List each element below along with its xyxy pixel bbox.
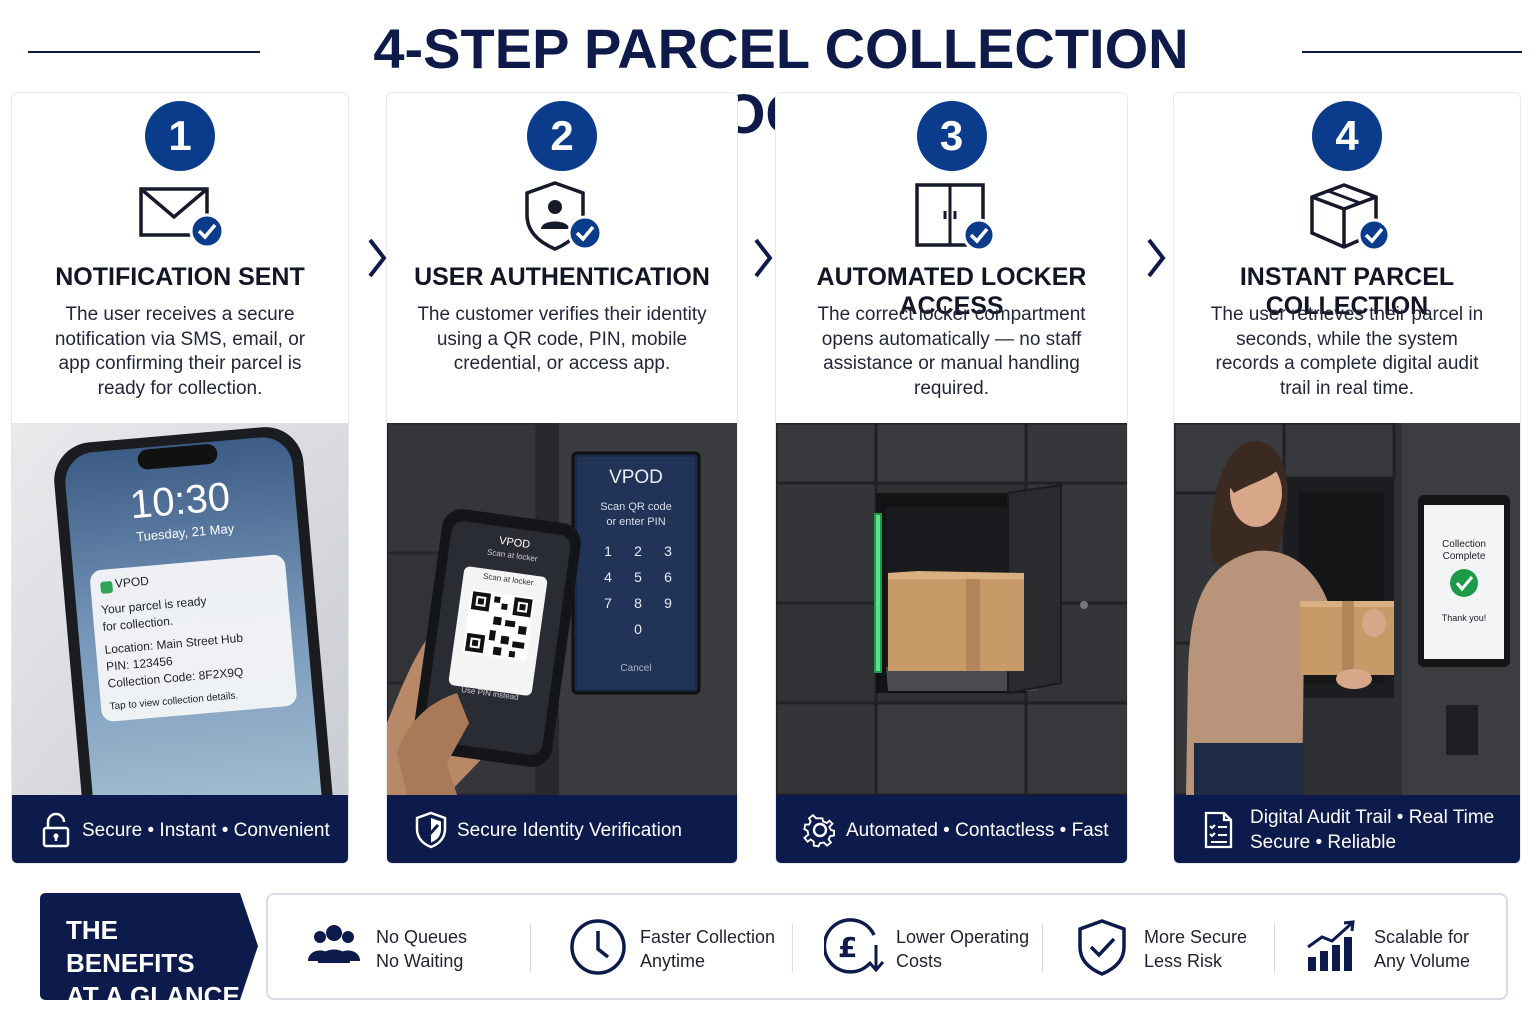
padlock-icon [42,812,70,848]
benefit-line-1: Faster Collection [640,927,776,947]
benefit-divider [1042,923,1043,973]
growth-chart-icon [1307,920,1355,971]
kiosk-prompt-1: Scan QR code [600,501,672,513]
benefit-line-2: Any Volume [1374,951,1471,971]
phone-notification-photo: 10:30 Tuesday, 21 May VPOD Your parcel i… [12,423,348,795]
benefit-item: Faster Collection Anytime [568,895,788,998]
benefits-heading: THE BENEFITS AT A GLANCE [66,914,246,1013]
keypad-key[interactable]: 7 [604,595,612,611]
title-divider-left [28,51,260,53]
benefits-panel: No Queues No Waiting Faster Collection A… [266,893,1508,1000]
chevron-right-icon [368,238,387,278]
benefit-line-2: No Waiting [376,951,464,971]
box-check-icon [1310,183,1391,251]
feature-bar-text: Secure Identity Verification [457,819,682,841]
title-row: 4-STEP PARCEL COLLECTION PROCESS [0,8,1536,145]
step-description: The correct locker compartment opens aut… [817,304,1086,399]
step-title: NOTIFICATION SENT [55,263,305,291]
benefit-line-2: Anytime [640,951,706,971]
document-list-icon [1204,811,1233,849]
gear-icon [803,813,835,848]
parcel-collection-photo: Collection Complete Thank you! [1174,423,1520,795]
envelope-check-icon [139,187,225,249]
step-feature-bar: Secure • Instant • Convenient [12,795,348,863]
step-title: USER AUTHENTICATION [414,263,710,291]
kiosk-keypad: 1 2 3 4 5 6 7 8 9 0 [593,543,683,637]
shield-user-check-icon [525,181,603,251]
keypad-key[interactable]: 2 [634,543,642,559]
step-number-badge: 1 [145,101,215,171]
step-card-4: 4 INSTANT PARCEL COLLECTION The user ret… [1173,92,1521,864]
benefits-tag-shape [40,893,258,1000]
step-card-1: 1 NOTIFICATION SENT The user receives a … [11,92,349,864]
keypad-key[interactable]: 6 [664,569,672,585]
benefit-divider [530,923,531,973]
step-card-3: 3 AUTOMATED LOCKER ACCESS The correct lo… [775,92,1128,864]
keypad-key[interactable]: 0 [634,621,642,637]
keypad-key[interactable]: 8 [634,595,642,611]
benefit-item: £ Lower Operating Costs [824,895,1044,998]
kiosk-cancel-button[interactable]: Cancel [620,663,652,674]
feature-bar-line-1: Digital Audit Trail • Real Time [1250,807,1495,828]
benefit-item: No Queues No Waiting [304,895,524,998]
step-description: The user receives a secure notification … [54,304,306,399]
clock-icon [570,919,626,975]
step-title: INSTANT PARCEL COLLECTION [1239,263,1455,320]
shield-check-icon [415,811,447,849]
keypad-key[interactable]: 3 [664,543,672,559]
step-title: AUTOMATED LOCKER ACCESS [816,263,1087,320]
benefit-line-1: Lower Operating [896,927,1030,947]
chevron-right-icon [1147,238,1166,278]
keypad-key[interactable]: 4 [604,569,612,585]
qr-scan-photo: VPOD Scan QR code or enter PIN 1 2 3 4 5… [387,423,737,795]
benefits-heading-line-2: AT A GLANCE [66,981,240,1011]
step-description: The customer verifies their identity usi… [417,304,707,374]
people-icon [308,925,360,963]
title-divider-right [1302,51,1522,53]
chevron-right-icon [754,238,773,278]
screen-status-2: Complete [1442,551,1486,562]
step-feature-bar: Secure Identity Verification [387,795,737,863]
notification-card[interactable]: VPOD Your parcel is ready for collection… [98,561,289,715]
shield-check-icon [1078,919,1126,976]
locker-door-check-icon [914,183,995,251]
open-locker-photo [776,423,1127,795]
svg-text:£: £ [838,931,857,964]
benefit-divider [792,923,793,973]
keypad-key[interactable]: 5 [634,569,642,585]
benefit-line-1: Scalable for [1374,927,1470,947]
feature-bar-line-2: Secure • Reliable [1250,832,1397,853]
benefit-divider [1274,923,1275,973]
feature-bar-text: Digital Audit Trail • Real Time Secure •… [1250,795,1508,863]
benefit-item: More Secure Less Risk [1072,895,1292,998]
screen-status-1: Collection [1442,539,1486,550]
benefits-heading-line-1: THE BENEFITS [66,915,195,978]
benefit-line-2: Less Risk [1144,951,1223,971]
benefit-item: Scalable for Any Volume [1302,895,1502,998]
keypad-key[interactable]: 1 [604,543,612,559]
step-number-badge: 3 [916,101,987,171]
feature-bar-text: Automated • Contactless • Fast [846,819,1109,841]
pound-down-icon: £ [824,918,884,974]
step-number-badge: 4 [1312,101,1382,171]
kiosk-prompt-2: or enter PIN [606,516,666,528]
step-feature-bar: Automated • Contactless • Fast [776,795,1127,863]
step-number-badge: 2 [527,101,597,171]
benefit-line-1: More Secure [1144,927,1248,947]
step-description: The user retrieves their parcel in secon… [1210,304,1484,399]
screen-thank-you: Thank you! [1441,613,1487,623]
phone-time: 10:30 [128,474,232,528]
step-card-2: 2 USER AUTHENTICATION The customer verif… [386,92,738,864]
step-feature-bar: Digital Audit Trail • Real Time Secure •… [1174,795,1520,863]
benefit-line-2: Costs [896,951,943,971]
benefit-line-1: No Queues [376,927,468,947]
feature-bar-text: Secure • Instant • Convenient [82,819,330,841]
keypad-key[interactable]: 9 [664,595,672,611]
kiosk-brand: VPOD [609,467,663,488]
